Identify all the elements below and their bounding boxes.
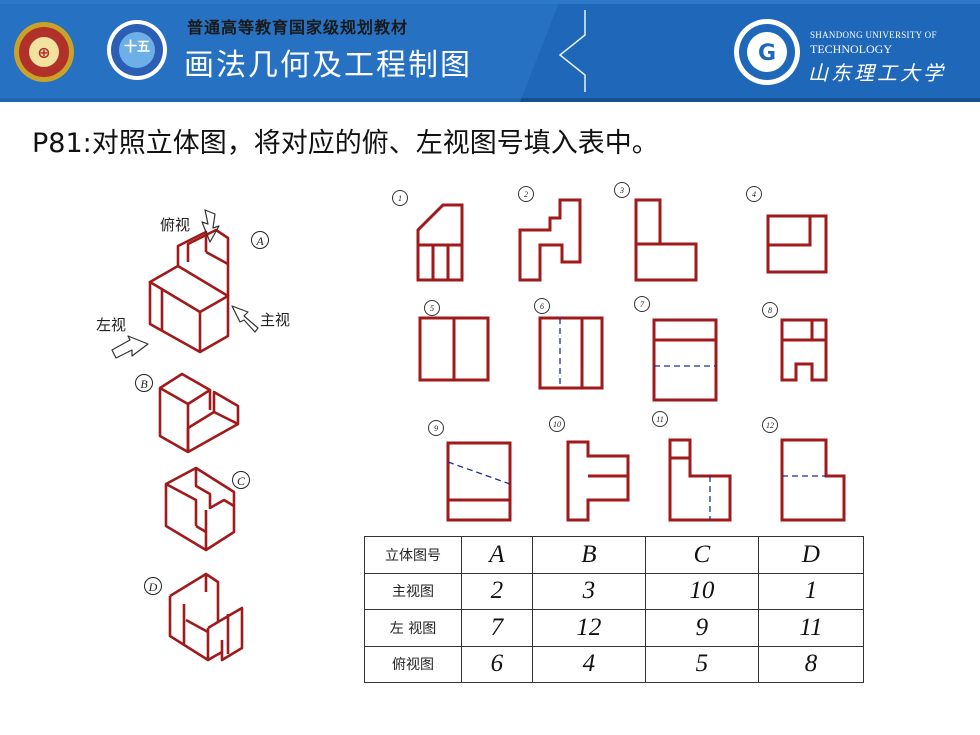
view-9 (446, 441, 512, 522)
header-banner: ⊕ G 十五 普通高等教育国家级规划教材 画法几何及工程制图 SHANDONG … (0, 0, 980, 102)
university-name-en-line2: TECHNOLOGY (810, 42, 892, 56)
view-4 (766, 214, 828, 274)
view-number-3: 3 (614, 182, 630, 198)
view-number-1: 1 (392, 190, 408, 206)
table-column-header: C (644, 536, 759, 574)
row-label: 左 视图 (364, 609, 462, 647)
table-row-left-view: 左 视图 7 12 9 11 (364, 609, 865, 647)
view-12 (780, 438, 846, 522)
solid-label-c: C (232, 471, 250, 489)
iso-solid-d (168, 572, 244, 662)
front-view-arrow-icon (231, 305, 259, 333)
table-header-label: 立体图号 (364, 536, 462, 574)
table-cell: 4 (531, 645, 646, 683)
table-column-header: B (531, 536, 646, 574)
view-number-10: 10 (549, 416, 565, 432)
view-8 (780, 318, 828, 382)
header-decoration: ⊕ G (0, 0, 980, 102)
table-cell: 10 (644, 572, 759, 610)
view-number-11: 11 (652, 411, 668, 427)
answer-table: 立体图号 A B C D 主视图 2 3 10 1 左 视图 7 12 9 11… (364, 536, 865, 683)
table-cell: 6 (461, 645, 533, 683)
view-6 (538, 316, 604, 390)
table-cell: 1 (757, 572, 865, 610)
view-2 (518, 198, 582, 282)
solid-label-b: B (135, 374, 153, 392)
sdut-emblem-icon: G (734, 19, 800, 85)
left-view-label: 左视 (96, 316, 127, 334)
table-cell: 11 (757, 609, 865, 647)
view-11 (668, 438, 732, 522)
left-view-arrow-icon (111, 335, 149, 359)
solid-label-a: A (251, 231, 269, 249)
view-1 (416, 203, 464, 282)
table-cell: 12 (531, 609, 646, 647)
top-view-label: 俯视 (160, 216, 191, 234)
university-name-en-line1: SHANDONG UNIVERSITY OF (810, 30, 937, 40)
table-cell: 9 (644, 609, 759, 647)
view-number-5: 5 (424, 300, 440, 316)
five-year-plan-logo-text: 十五 (123, 40, 150, 55)
front-view-label: 主视 (260, 311, 291, 329)
hidden-lines (447, 318, 826, 520)
table-column-header: A (461, 536, 533, 574)
view-number-7: 7 (634, 296, 650, 312)
university-emblem-icon: ⊕ (14, 22, 74, 82)
table-cell: 5 (644, 645, 759, 683)
table-row-front-view: 主视图 2 3 10 1 (364, 572, 865, 610)
view-10 (566, 440, 630, 522)
view-number-4: 4 (746, 186, 762, 202)
table-cell: 7 (461, 609, 533, 647)
iso-solid-b (158, 372, 240, 454)
view-number-2: 2 (518, 186, 534, 202)
top-view-arrow-icon (201, 209, 220, 243)
view-7 (652, 318, 718, 402)
view-number-12: 12 (762, 417, 778, 433)
row-label: 主视图 (364, 572, 462, 610)
table-header-row: 立体图号 A B C D (364, 536, 865, 574)
iso-solid-c (164, 466, 236, 552)
row-label: 俯视图 (364, 645, 462, 683)
series-title: 普通高等教育国家级规划教材 (187, 18, 409, 37)
table-column-header: D (757, 536, 865, 574)
five-year-plan-logo-icon (107, 20, 167, 80)
svg-text:G: G (758, 41, 776, 66)
view-number-9: 9 (428, 420, 444, 436)
page-title: P81:对照立体图，将对应的俯、左视图号填入表中。 (32, 128, 659, 159)
iso-solid-a (148, 228, 230, 354)
view-number-8: 8 (762, 302, 778, 318)
table-row-top-view: 俯视图 6 4 5 8 (364, 645, 865, 683)
table-cell: 3 (531, 572, 646, 610)
view-5 (418, 316, 490, 382)
book-title: 画法几何及工程制图 (184, 48, 472, 83)
view-number-6: 6 (534, 298, 550, 314)
table-cell: 2 (461, 572, 533, 610)
table-cell: 8 (757, 645, 865, 683)
solid-label-d: D (144, 577, 162, 595)
university-name-cn: 山东理工大学 (808, 61, 946, 85)
view-3 (634, 198, 698, 282)
svg-text:⊕: ⊕ (37, 43, 50, 62)
